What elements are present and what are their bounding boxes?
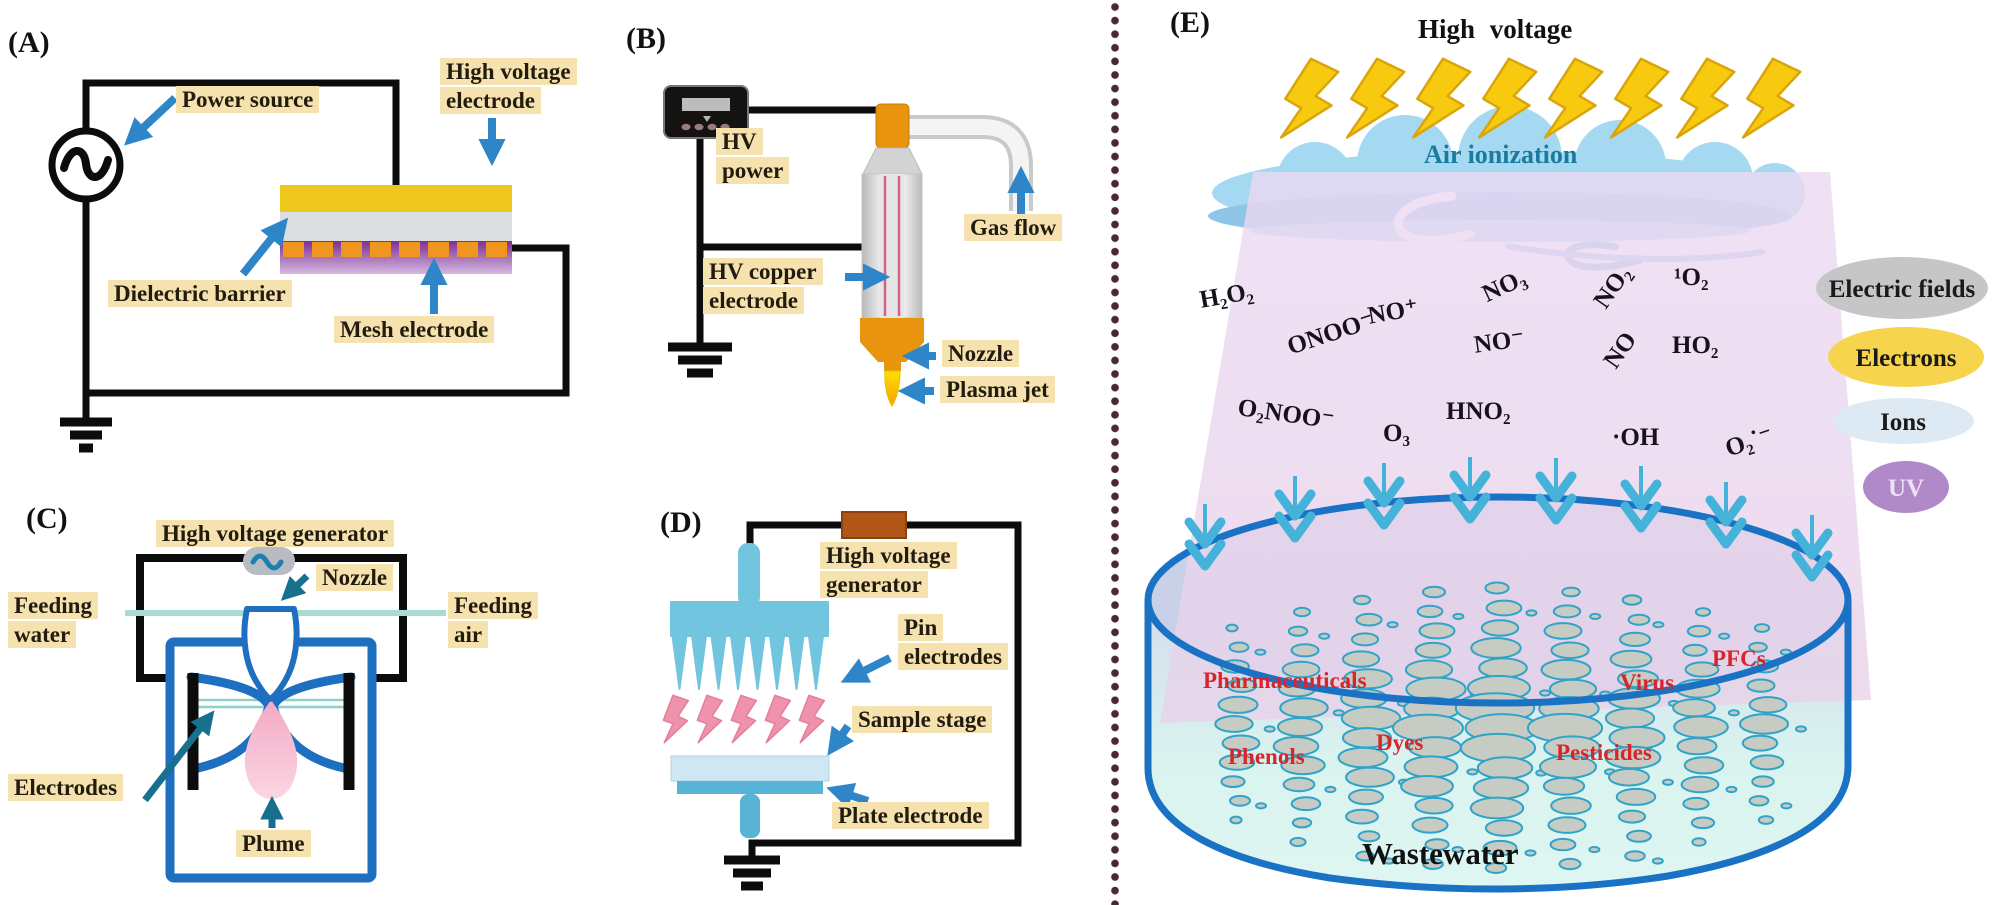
panel-b-circuit (663, 85, 1035, 407)
panel-d-device (659, 511, 1022, 891)
pin-electrode-array (670, 543, 829, 690)
contaminant-virus: Virus (1620, 670, 1675, 695)
hv-power-label: HV power (716, 128, 790, 186)
sample-stage-label: Sample stage (852, 706, 993, 735)
wire-left (746, 521, 846, 552)
feeding-water-label: Feeding water (8, 592, 98, 650)
mesh-electrode-segments (283, 242, 507, 257)
ground-symbol-a (60, 417, 112, 453)
hv-generator-label-d: High voltage generator (820, 542, 957, 600)
inner-channel (880, 174, 904, 318)
species-down-arrows (1184, 457, 1833, 582)
panel-d-tag: (D) (660, 506, 702, 539)
nozzle-arrow-icon (280, 573, 310, 601)
species-hno2: HNO₂ (1446, 398, 1511, 425)
panel-c-tag: (C) (26, 502, 68, 535)
electrodes-label: Electrodes (8, 774, 124, 803)
contaminant-phenols: Phenols (1228, 744, 1305, 769)
ground-symbol-b (668, 342, 732, 378)
sine-wave-icon (250, 553, 284, 571)
legend-ions-label: Ions (1880, 409, 1926, 436)
hv-electrode-label: High voltage electrode (440, 58, 577, 116)
plate-electrode-stem (740, 794, 760, 838)
ground-symbol-d (724, 855, 780, 891)
hv-generator-label-c: High voltage generator (156, 520, 395, 549)
legend-uv-pill (1863, 461, 1949, 513)
species-oh-radical: ·OH (1612, 424, 1660, 451)
panel-a-tag: (A) (8, 26, 50, 59)
nozzle-label-b: Nozzle (942, 340, 1020, 369)
species-ho2: HO₂ (1672, 332, 1719, 359)
plume-label: Plume (236, 830, 311, 859)
plate-electrode (677, 781, 823, 794)
plate-electrode-arrow-icon (826, 782, 870, 809)
legend-ions-pill (1832, 398, 1974, 444)
plasma-plume (244, 700, 298, 799)
high-voltage-title: High voltage (1418, 14, 1573, 44)
basin-wall (1144, 600, 1852, 893)
plasma-jet-label: Plasma jet (940, 376, 1055, 405)
panel-a-circuit (48, 79, 570, 453)
dielectric-arrow-icon (239, 217, 289, 277)
high-voltage-electrode-bar (280, 185, 512, 212)
contaminant-pesticides: Pesticides (1556, 740, 1652, 765)
nozzle-label-c: Nozzle (316, 564, 394, 593)
wire-right (748, 521, 1022, 847)
contaminant-pharmaceuticals: Pharmaceuticals (1203, 668, 1367, 693)
power-source-label: Power source (176, 86, 320, 115)
wire-top (82, 79, 400, 189)
dielectric-barrier-layer (280, 212, 512, 241)
legend-uv-label: UV (1888, 475, 1924, 502)
pin-electrodes-arrow-icon (840, 654, 892, 683)
legend-electrons-pill (1828, 327, 1984, 387)
species-o3: O₃ (1383, 420, 1410, 447)
species-singlet-o2: ¹O₂ (1674, 264, 1709, 291)
legend-electrons-label: Electrons (1856, 345, 1957, 372)
panel-e-tag: (E) (1170, 6, 1210, 39)
pin-electrodes-label: Pin electrodes (898, 614, 1008, 672)
air-ionization-label: Air ionization (1424, 140, 1578, 169)
bubble-columns (1214, 581, 1807, 874)
power-source-arrow-icon (124, 95, 178, 146)
panel-b-tag: (B) (626, 22, 666, 55)
ionization-plane (1160, 172, 1871, 723)
hv-copper-electrode-label: HV copper electrode (703, 258, 823, 316)
dielectric-barrier-label: Dielectric barrier (108, 280, 292, 309)
legend: Electric fields Electrons Ions UV (1816, 257, 1988, 513)
panel-c-device (125, 547, 446, 883)
gas-tube (909, 115, 1033, 211)
power-display (682, 98, 730, 111)
plate-electrode-label: Plate electrode (832, 802, 989, 831)
gas-flow-label: Gas flow (964, 214, 1063, 243)
plasma-jet-flame (884, 370, 901, 407)
sample-stage-plate (670, 755, 830, 782)
nozzle-tip (884, 362, 901, 371)
contaminant-dyes: Dyes (1376, 730, 1424, 755)
device-cap (875, 103, 910, 149)
legend-electric-fields-pill (1816, 257, 1988, 319)
sample-stage-arrow-icon (827, 723, 855, 756)
panel-e-scene: Electric fields Electrons Ions UV (1144, 53, 1988, 893)
feeding-air-label: Feeding air (448, 592, 538, 650)
nozzle-collar (860, 318, 924, 342)
wastewater-label: Wastewater (1362, 836, 1519, 871)
hv-generator-block (841, 511, 907, 539)
electrodes-arrow-icon (142, 710, 215, 803)
dbd-electrode-stack (280, 185, 512, 274)
device-shoulder (862, 147, 923, 175)
panel-divider-dotted-line (1108, 0, 1122, 905)
mesh-electrode-label: Mesh electrode (334, 316, 495, 345)
wire-return (82, 244, 570, 397)
discharge-lightning-icons (659, 693, 828, 747)
contaminant-pfcs: PFCs (1712, 646, 1766, 671)
sine-wave-icon (60, 147, 112, 181)
hv-power-supply-box (663, 85, 749, 139)
legend-electric-fields-label: Electric fields (1829, 276, 1976, 303)
plasma-jet-device (860, 103, 924, 407)
nozzle-body (241, 606, 300, 702)
